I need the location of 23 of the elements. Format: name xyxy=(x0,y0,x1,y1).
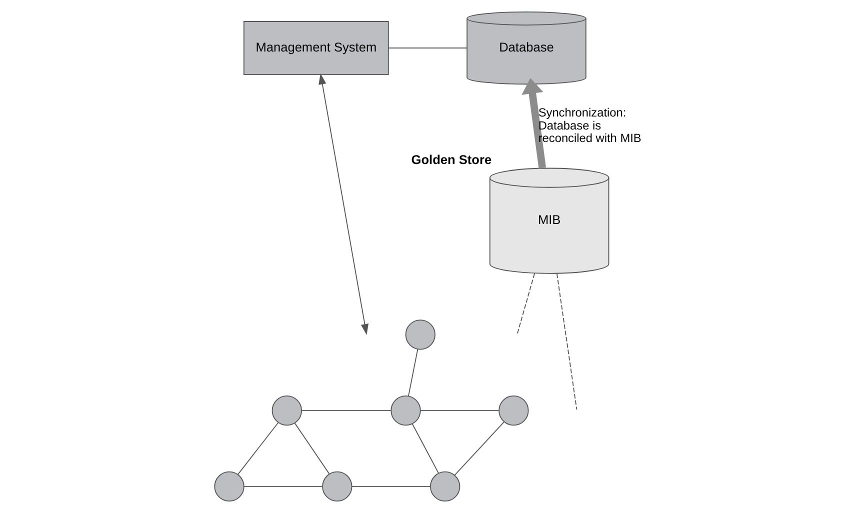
node-circle xyxy=(430,471,460,502)
connector xyxy=(350,486,430,487)
connector xyxy=(454,421,504,476)
node-circle xyxy=(271,395,302,426)
node-circle xyxy=(214,471,244,502)
node-circle xyxy=(498,395,528,426)
connector xyxy=(420,410,499,412)
node-circle xyxy=(404,320,435,350)
node-box: Management System xyxy=(242,21,388,75)
connector xyxy=(243,486,322,487)
arrow xyxy=(521,78,546,168)
connector xyxy=(294,422,330,475)
connector xyxy=(556,273,577,410)
edge-label: Synchronization: Database is reconciled with MIB xyxy=(538,106,641,146)
node-label: Golden Store xyxy=(410,152,492,167)
connector xyxy=(300,410,391,412)
node-circle xyxy=(322,471,352,502)
connector xyxy=(407,348,418,397)
connector xyxy=(411,423,439,474)
connector xyxy=(236,422,278,475)
arrow xyxy=(318,73,368,335)
node-circle xyxy=(390,395,420,426)
connector xyxy=(516,273,534,334)
